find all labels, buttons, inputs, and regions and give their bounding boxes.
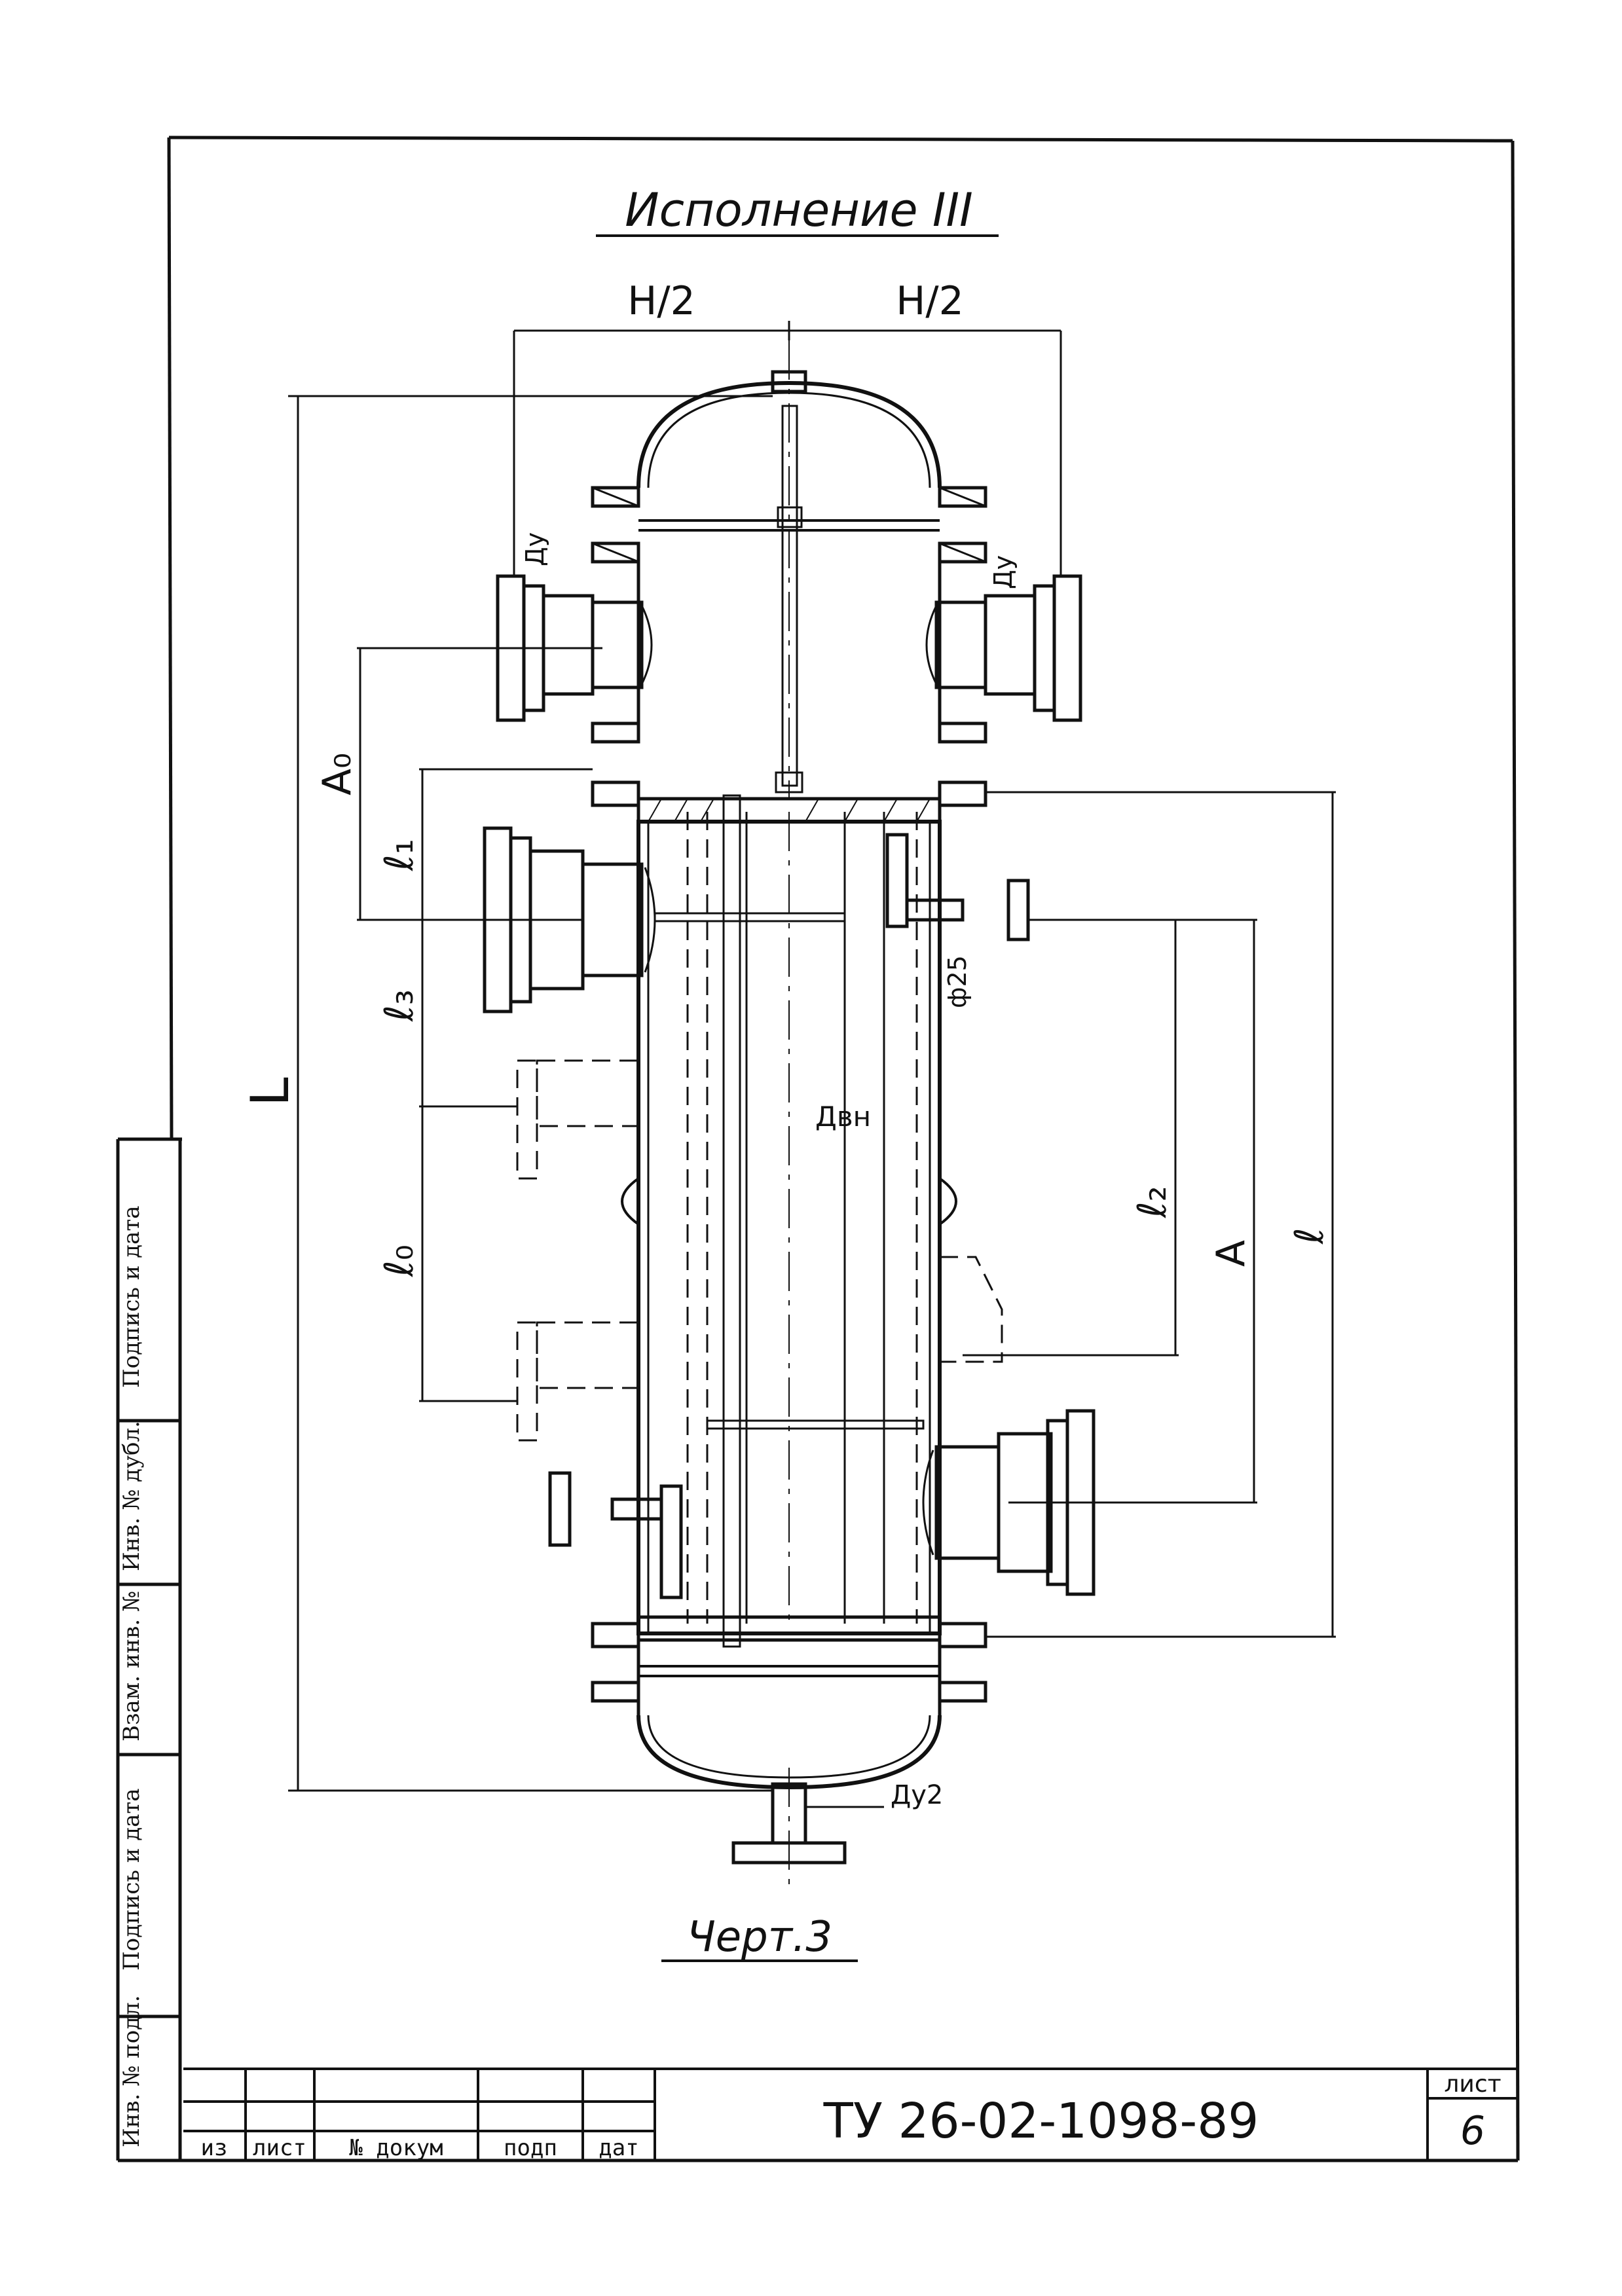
- dim-du-left: Ду: [521, 532, 549, 566]
- drawing-caption: Черт.3: [687, 1913, 832, 1961]
- top-right-nozzle: [925, 574, 1082, 722]
- bottom-flanges: [591, 1615, 987, 1703]
- alt-nozzle-right: [940, 1256, 1003, 1363]
- dim-du2: Ду2: [891, 1780, 943, 1810]
- document-number: ТУ 26-02-1098-89: [823, 2093, 1259, 2149]
- dim-l: ℓ: [1287, 1228, 1333, 1245]
- side-stamp: Подпись и дата Инв. № дубл. Взам. инв. №…: [119, 1206, 145, 2148]
- title-block: [183, 2068, 1518, 2160]
- dim-l2: ℓ₂: [1130, 1186, 1175, 1218]
- sheet-frame: [116, 136, 1520, 2162]
- title-block-col-sign: подп: [504, 2135, 557, 2161]
- dim-l0: ℓ₀: [377, 1245, 422, 1277]
- dim-a0: А₀: [314, 753, 360, 795]
- dim-du-right: Ду: [989, 555, 1018, 589]
- title-block-col-list: лист: [253, 2135, 306, 2161]
- dim-h-half-left: H/2: [627, 278, 695, 324]
- dimension-lines: [288, 321, 1336, 1808]
- dim-A: А: [1208, 1240, 1254, 1267]
- central-rod: [781, 405, 798, 787]
- dim-phi25: ф25: [943, 955, 972, 1008]
- support-lug-left: [621, 1177, 640, 1226]
- support-lug-right: [938, 1177, 957, 1226]
- side-stamp-sign-date-2: Подпись и дата: [119, 1789, 145, 1971]
- side-stamp-sign-date-1: Подпись и дата: [119, 1206, 145, 1389]
- alt-nozzles-left: [516, 1059, 640, 1442]
- top-flanges: [591, 486, 987, 564]
- side-stamp-inv-dup: Инв. № дубл.: [119, 1421, 145, 1571]
- title-block-col-doc: № докум: [349, 2135, 443, 2161]
- baffle-lower: [706, 1419, 925, 1430]
- sheet-label: лист: [1444, 2071, 1501, 2098]
- dim-h-half-right: H/2: [896, 278, 964, 324]
- drawing-title: Исполнение III: [625, 183, 973, 237]
- top-head: [636, 380, 942, 488]
- dim-l1: ℓ₁: [377, 839, 422, 871]
- lower-tube-sheet: [636, 1615, 942, 1642]
- dim-l3: ℓ₃: [377, 989, 422, 1022]
- heat-exchanger-drawing: [483, 340, 1096, 1886]
- title-block-col-izm: из: [201, 2135, 228, 2161]
- bottom-drain-nozzle: [731, 1768, 847, 1886]
- title-block-col-date: дат: [599, 2135, 638, 2161]
- drain-nozzle-lower-left: [548, 1471, 683, 1599]
- dim-d-inner: Двн: [815, 1101, 871, 1133]
- drain-nozzle-upper-right: [885, 833, 1030, 941]
- side-stamp-replace-inv: Взам. инв. №: [119, 1591, 145, 1741]
- sheet-number: 6: [1460, 2108, 1485, 2154]
- dimension-labels: H/2 H/2 Ду Ду А₀ ℓ₁ ℓ₃ L ℓ₀ Двн ф25 ℓ₂ А…: [240, 278, 1333, 1810]
- tube-bundle: [686, 794, 918, 1648]
- dim-L: L: [240, 1077, 301, 1106]
- side-stamp-inv-orig: Инв. № подл.: [119, 1995, 145, 2147]
- baffle-upper: [654, 912, 846, 922]
